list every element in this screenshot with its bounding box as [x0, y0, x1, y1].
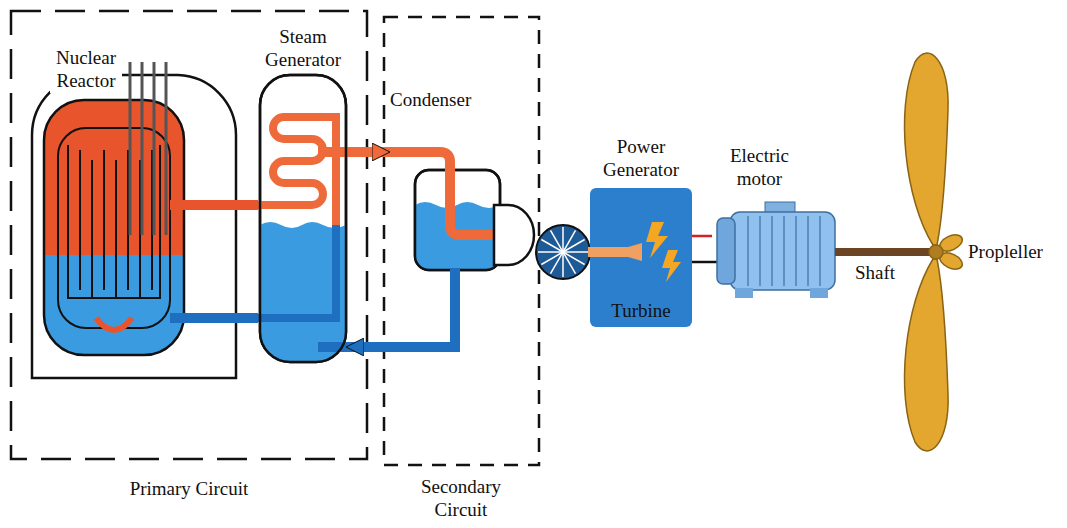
- turbine-blade: [551, 230, 564, 252]
- motor-fins: [748, 216, 820, 286]
- node-label: Nuclear Reactor: [50, 47, 122, 93]
- propeller-blade: [905, 53, 949, 245]
- fuel-rod: [79, 150, 81, 290]
- turbine-blade: [563, 252, 564, 277]
- motor-body: [730, 212, 835, 290]
- power-generator: Power GeneratorTurbine: [590, 128, 692, 328]
- nuclear-reactor: Nuclear Reactor: [28, 45, 238, 380]
- motor-fin: [771, 216, 773, 286]
- motor-foot: [810, 288, 828, 298]
- propeller-hub: [929, 245, 943, 259]
- control-rod: [141, 62, 144, 235]
- coil-return: [258, 225, 336, 318]
- fuel-rod: [103, 150, 105, 290]
- neutral-wire: [692, 261, 717, 264]
- turbine-rotor: [536, 225, 590, 279]
- turbine-blade: [562, 227, 564, 252]
- node-label: Condenser: [390, 89, 490, 112]
- turbine-blade: [563, 240, 585, 253]
- turbine-housing: [494, 205, 534, 265]
- lightning-bolt: [662, 250, 681, 282]
- node-label: Power Generator: [590, 136, 692, 182]
- part-label: Turbine: [590, 300, 692, 323]
- motor-fin: [807, 216, 809, 286]
- condenser-shell: [415, 170, 500, 270]
- turbine-blade: [563, 252, 576, 274]
- control-rods: [130, 62, 166, 235]
- turbine-blade: [538, 252, 563, 253]
- motor-foot: [735, 288, 753, 298]
- node-label: Secondary Circuit: [406, 476, 516, 522]
- motor-end-cap: [717, 218, 735, 284]
- generator-shaft: [588, 243, 642, 261]
- node-label: Steam Generator: [258, 26, 348, 72]
- condenser: Condenser: [388, 85, 536, 275]
- cold-leg-pipe: [170, 313, 238, 323]
- fuel-rod: [115, 160, 117, 298]
- coolant-flow: [96, 318, 132, 330]
- propeller: Propleller: [898, 55, 1058, 465]
- turbine-blade: [563, 252, 588, 253]
- steam-outlet: [318, 147, 348, 157]
- condensate-outlet: [450, 268, 460, 276]
- control-rod: [129, 62, 132, 235]
- motor-fin: [759, 216, 761, 286]
- edge-label: Shaft: [853, 262, 897, 285]
- containment-dome: [32, 75, 236, 378]
- motor-fin: [795, 216, 797, 286]
- motor-fin: [819, 216, 821, 286]
- circuit-region: Secondary CircuitCondenser: [383, 16, 540, 466]
- motor-fin: [747, 216, 749, 286]
- circuit-region: Primary CircuitNuclear ReactorSteam Gene…: [10, 10, 368, 460]
- fuel-assembly: [68, 145, 160, 298]
- hot-leg-pipe: [170, 200, 238, 210]
- condenser-outline: [415, 170, 500, 270]
- node-label: Primary Circuit: [10, 478, 368, 501]
- connector-pipe: [238, 200, 258, 210]
- node-label: Propleller: [968, 241, 1056, 264]
- steam-generator: Steam Generator: [258, 26, 348, 365]
- heat-exchanger-coil: [258, 117, 336, 225]
- connector-pipe: [348, 147, 388, 157]
- steam-generator-outline: [260, 75, 346, 362]
- steam-pipe: [388, 152, 496, 235]
- lightning-bolt: [646, 222, 668, 258]
- connector-pipe: [692, 235, 712, 238]
- connector-pipe: [238, 313, 258, 323]
- electric-motor: Electric motor: [712, 145, 852, 300]
- node-label: Electric motor: [717, 145, 802, 191]
- turbine-blade: [541, 252, 563, 265]
- connector-pipe: [852, 248, 898, 256]
- propeller-blade: [905, 259, 949, 451]
- primary-region-outline: [11, 11, 367, 459]
- motor-fin: [783, 216, 785, 286]
- connector-pipe: [348, 275, 455, 347]
- reactor-core-cold: [44, 255, 184, 355]
- reactor-vessel-outline: [44, 100, 184, 355]
- reactor-core-hot: [44, 100, 184, 355]
- control-rod: [165, 62, 168, 235]
- fuel-rod: [91, 160, 93, 298]
- control-rod: [153, 62, 156, 235]
- secondary-region-outline: [384, 17, 539, 465]
- motor-shaft-stub: [835, 248, 852, 256]
